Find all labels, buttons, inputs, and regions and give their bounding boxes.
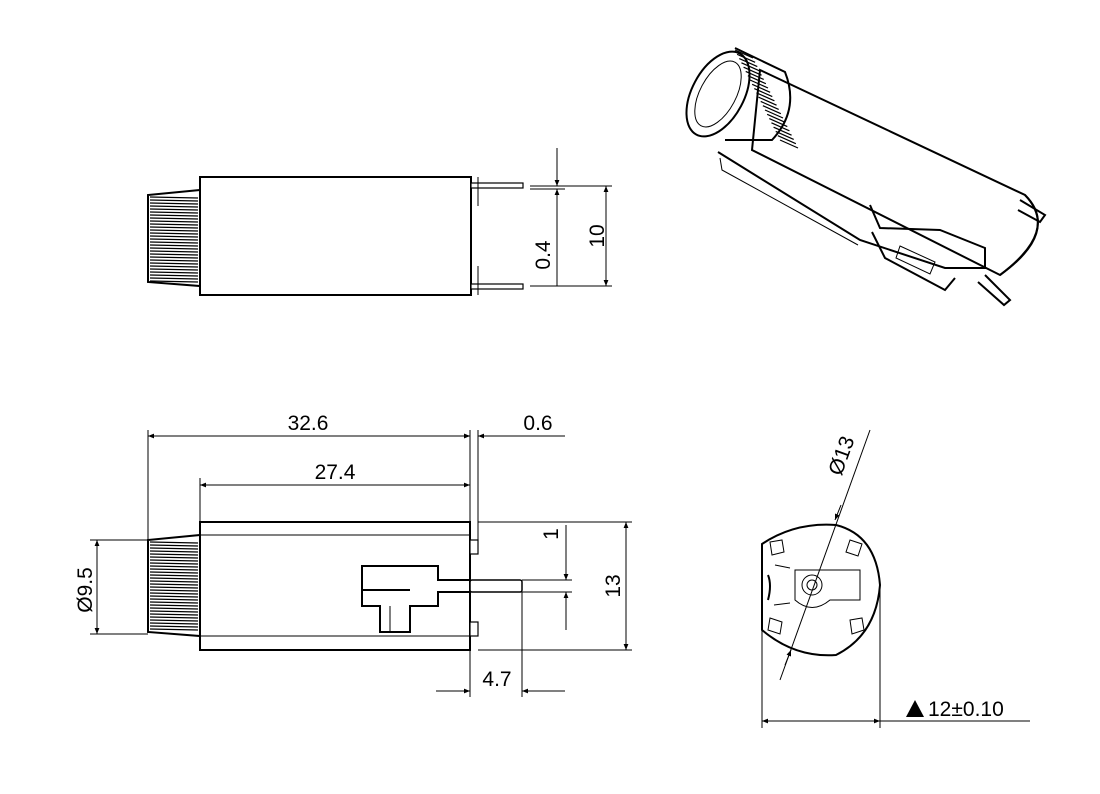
dim-pin-height: 1 [540,528,563,540]
dim-mount-tolerance: 12±0.10 [928,698,1004,721]
iso-knurled-cap [685,47,799,149]
iso-pin-2 [977,274,1012,307]
dim-overall-length: 32.6 [288,412,329,435]
triangle-marker-icon [906,700,924,717]
dim-body-diameter: Ø13 [824,433,859,478]
side-pins [470,177,524,295]
dim-pin-offset: 0.6 [523,412,552,435]
iso-body [750,68,1039,277]
dim-body-height: 13 [602,574,625,597]
front-contact-terminal [361,565,523,633]
dim-pin-spacing: 10 [586,224,609,247]
side-view: 0.4 10 [147,148,612,296]
front-view: 32.6 27.4 0.6 Ø9.5 13 [74,412,632,697]
dim-body-length: 27.4 [315,461,356,484]
dim-pin-length: 4.7 [482,668,511,691]
iso-bracket [717,151,986,269]
end-dims: Ø13 12±0.10 [761,429,1030,728]
side-body [199,176,472,296]
dim-pin-thickness: 0.4 [532,240,555,270]
iso-pin-1 [1017,199,1047,224]
side-knurled-cap [147,188,201,288]
front-dims: 32.6 27.4 0.6 Ø9.5 13 [74,412,632,697]
end-view: Ø13 12±0.10 [761,429,1030,728]
isometric-view [685,47,1047,307]
front-knurled-cap [147,533,201,638]
side-dims: 0.4 10 [530,148,612,287]
dim-cap-diameter: Ø9.5 [74,567,97,613]
